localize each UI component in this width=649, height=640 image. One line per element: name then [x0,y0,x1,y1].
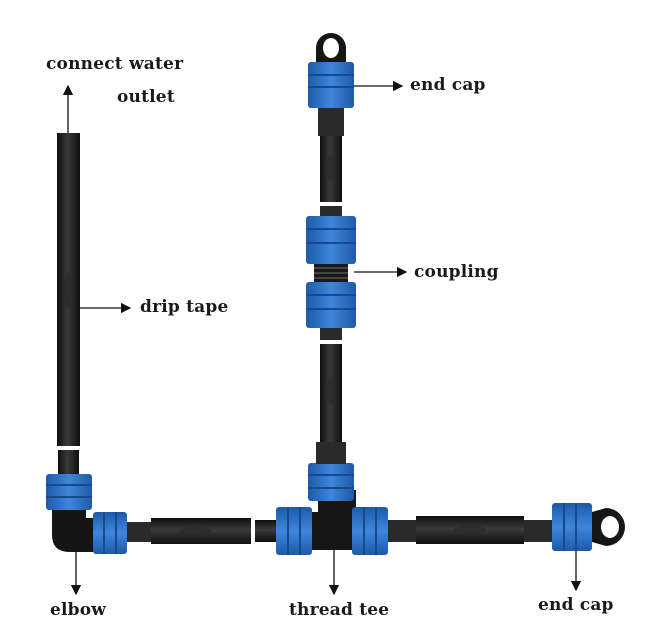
end-cap-right-label: end cap [538,595,614,615]
coupling-fitting [306,216,356,340]
elbow-fitting [46,474,127,554]
end-cap-right-fitting [552,503,625,551]
bottom-pipe-left [127,518,279,544]
end-cap-top-fitting [308,33,354,136]
end-cap-top-label: end cap [410,75,486,95]
thread-tee-fitting [276,442,388,555]
elbow-label: elbow [50,600,107,620]
coupling-label: coupling [414,262,499,282]
thread-tee-label: thread tee [289,600,390,620]
top-pipe-lower [318,340,344,442]
connect-water-label: connect water [46,54,184,74]
drip-tape-label: drip tape [140,297,229,317]
top-pipe-upper [318,136,344,218]
bottom-pipe-right [388,516,554,544]
outlet-label: outlet [117,87,175,107]
drip-tape-pipe [56,133,81,478]
